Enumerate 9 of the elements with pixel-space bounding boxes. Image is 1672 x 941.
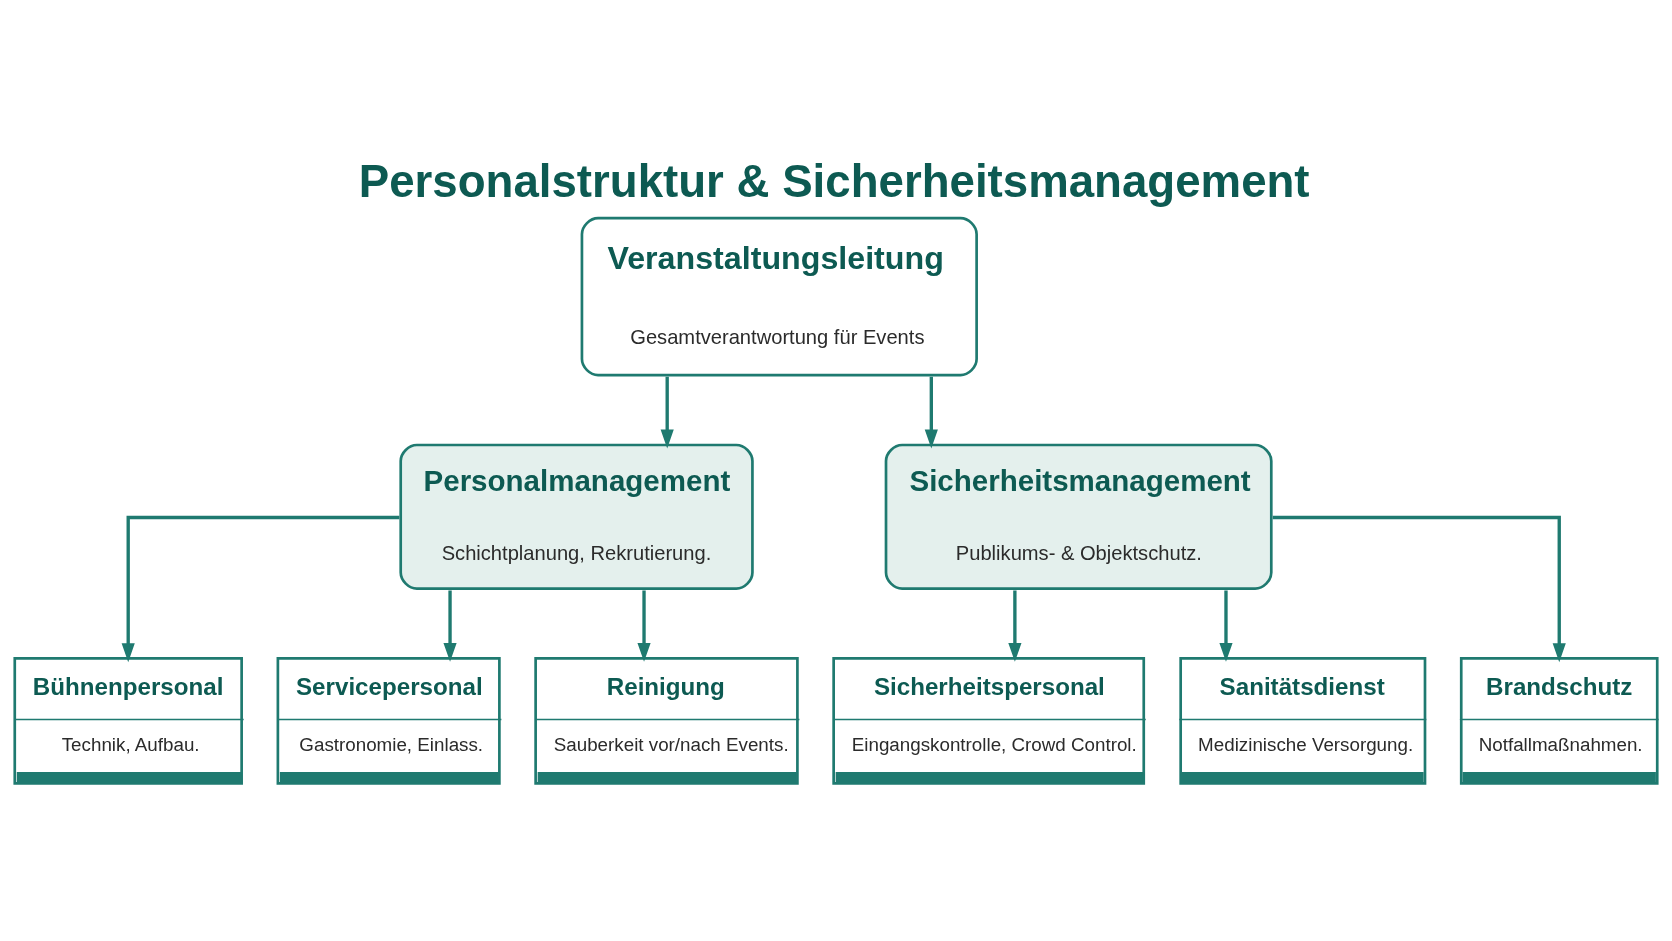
arrow bbox=[443, 590, 457, 662]
arrow bbox=[121, 515, 400, 663]
arrow bbox=[1219, 590, 1233, 662]
arrow bbox=[1272, 515, 1566, 663]
arrow bbox=[637, 590, 651, 662]
arrow bbox=[924, 376, 938, 449]
diagram-title: Personalstruktur & Sicherheitsmanagement bbox=[358, 155, 1310, 207]
arrow bbox=[660, 376, 674, 449]
arrow bbox=[1008, 590, 1022, 662]
